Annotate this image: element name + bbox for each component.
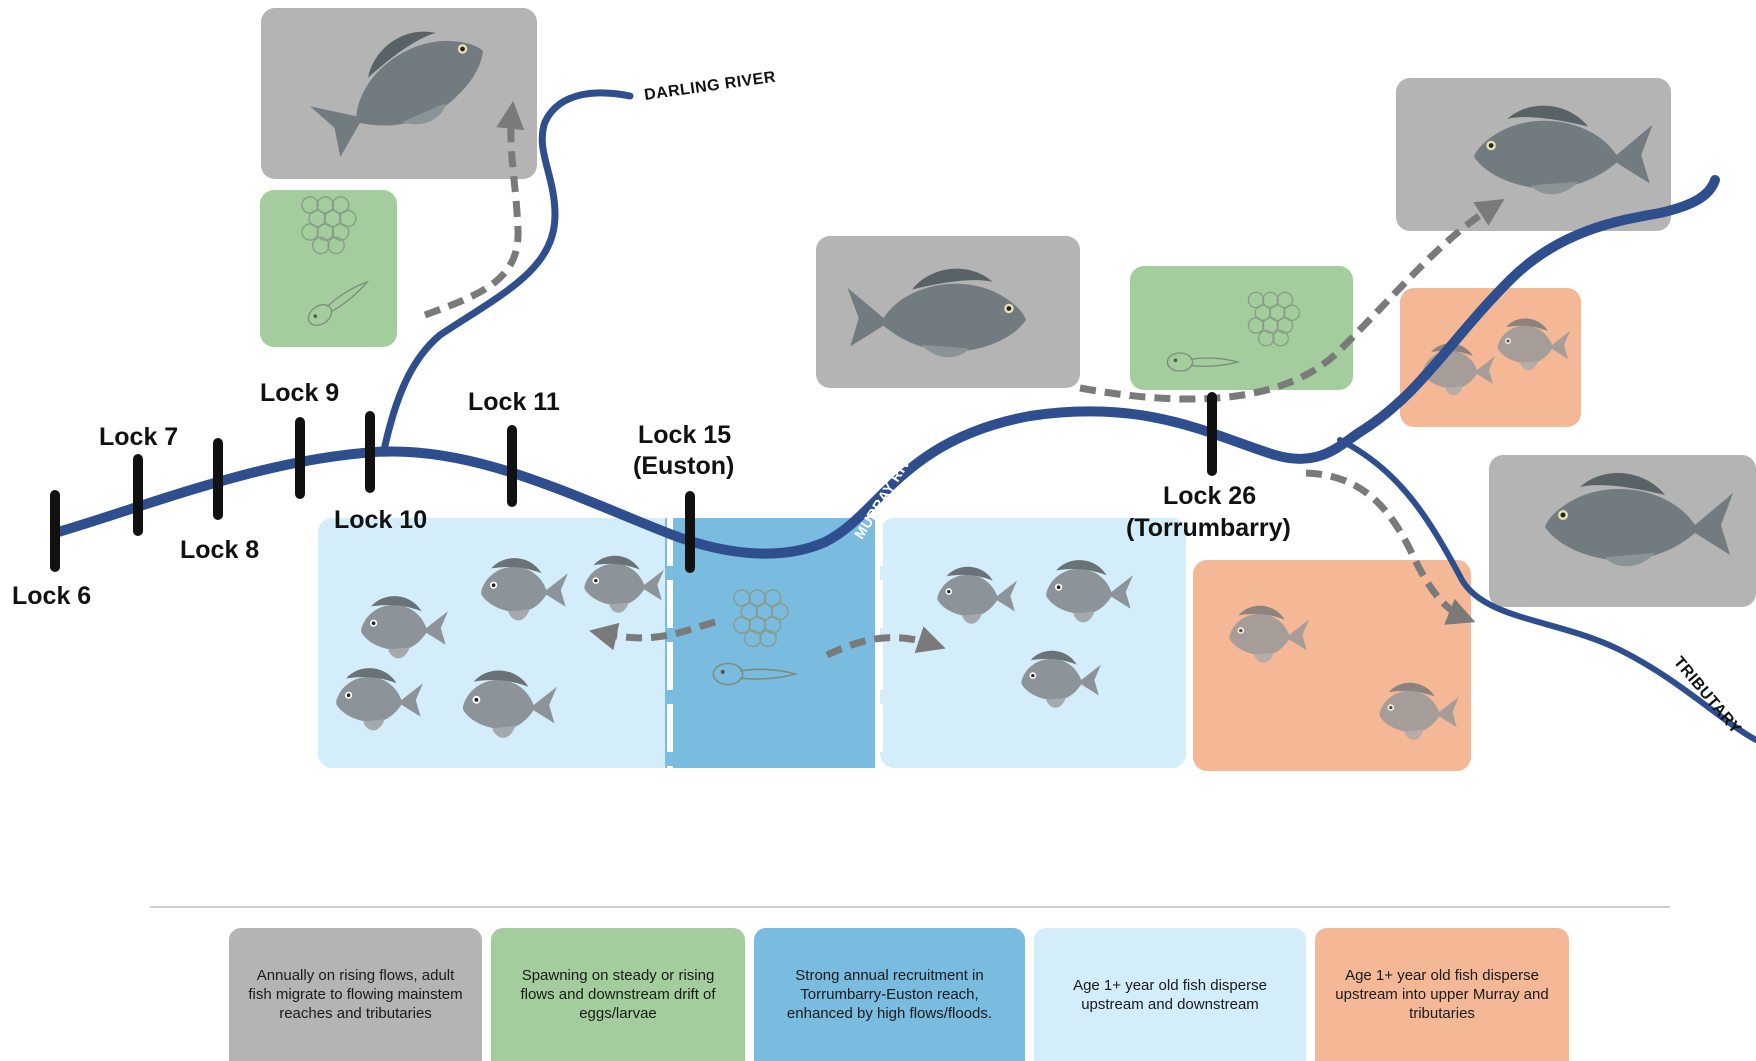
legend-adult-migration: Annually on rising flows, adult fish mig…: [229, 928, 482, 1061]
darling-river-label: DARLING RIVER: [643, 69, 777, 104]
adult-fish-panel-upper: [1396, 78, 1671, 231]
lock10-label: Lock 10: [334, 506, 427, 534]
legend-adult-migration-text: Annually on rising flows, adult fish mig…: [248, 967, 463, 1022]
legend-dispersal-text: Age 1+ year old fish disperse upstream a…: [1073, 976, 1267, 1013]
lock11-label: Lock 11: [468, 388, 560, 416]
tributary-label: TRIBUTARY: [1670, 654, 1744, 738]
legend-recruitment: Strong annual recruitment in Torrumbarry…: [754, 928, 1025, 1061]
adult-fish-panel-darling: [261, 5, 537, 179]
dispersal-reach-left: [318, 518, 674, 768]
legend-spawning: Spawning on steady or rising flows and d…: [491, 928, 745, 1061]
adult-fish-panel-mid: [816, 236, 1080, 388]
legend-dispersal: Age 1+ year old fish disperse upstream a…: [1034, 928, 1306, 1061]
lock6-label: Lock 6: [12, 582, 91, 610]
darling-river: [380, 89, 634, 454]
juvenile-panel-tributary: [1193, 560, 1471, 771]
spawn-panel-darling: [260, 190, 397, 347]
legend-upper-dispersal: Age 1+ year old fish disperse upstream i…: [1315, 928, 1569, 1061]
lock-labels: Lock 6 Lock 7 Lock 8 Lock 9 Lock 10 Lock…: [12, 379, 1291, 610]
juvenile-panel-upper: [1400, 288, 1581, 427]
lock26-sublabel: (Torrumbarry): [1126, 514, 1291, 542]
arrow-darling-upstream: [423, 100, 525, 319]
lock15-sublabel: (Euston): [633, 452, 734, 480]
lock9-label: Lock 9: [260, 379, 339, 407]
tributary-river: [1337, 437, 1756, 743]
arrow-spawn-drift-right: [825, 626, 946, 659]
lock26-label: Lock 26: [1163, 482, 1256, 510]
spawn-panel-lock26: [1130, 266, 1353, 390]
lock15-label: Lock 15: [638, 421, 731, 449]
murray-river: [50, 175, 1720, 559]
arrow-tributary-down: [1305, 469, 1476, 625]
lock8-label: Lock 8: [180, 536, 259, 564]
dispersal-reach-right: [880, 518, 1186, 768]
movement-arrows: [423, 100, 1505, 659]
arrow-spawn-drift-left: [589, 618, 716, 651]
river-system: [50, 89, 1756, 743]
legend-spawning-text: Spawning on steady or rising flows and d…: [520, 967, 716, 1022]
legend-recruitment-text: Strong annual recruitment in Torrumbarry…: [786, 967, 993, 1022]
recruitment-reach: [665, 518, 883, 768]
lock7-label: Lock 7: [99, 423, 178, 451]
lock-bars: [50, 392, 1217, 573]
legend-upper-dispersal-text: Age 1+ year old fish disperse upstream i…: [1335, 967, 1549, 1022]
legend-divider: [150, 906, 1670, 908]
adult-fish-panel-tributary: [1489, 455, 1756, 607]
